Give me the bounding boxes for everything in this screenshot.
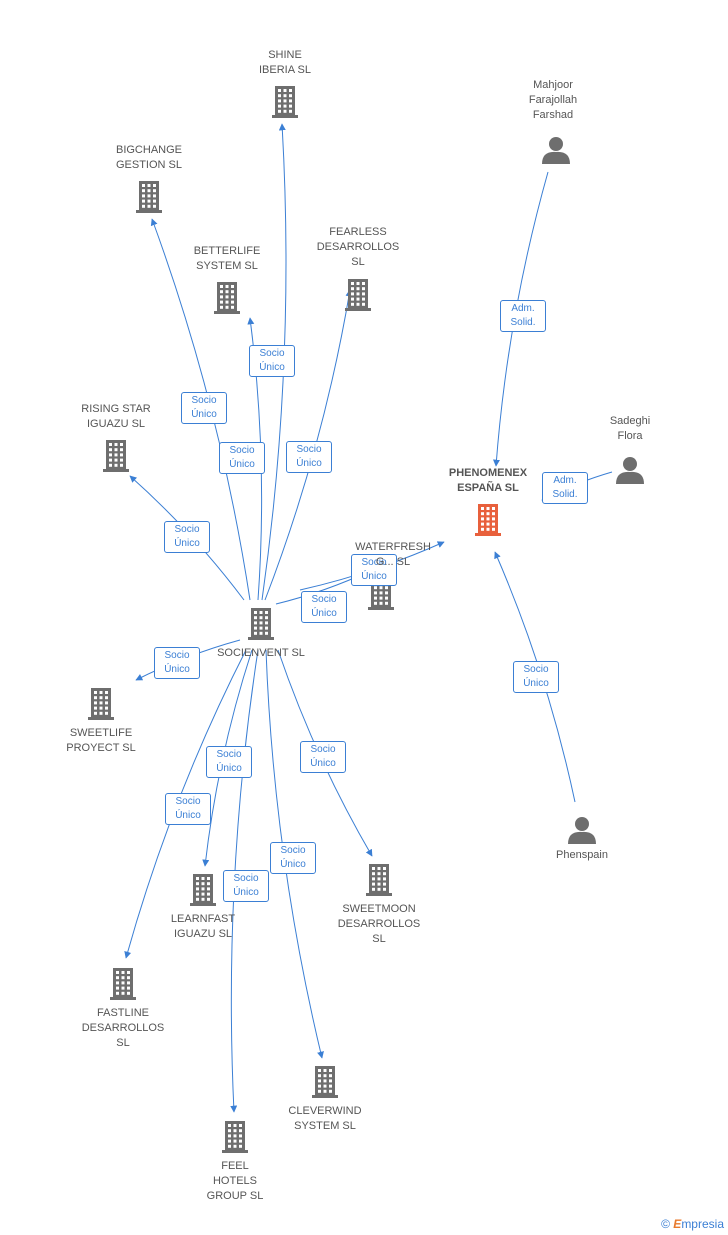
node-label-cleverwind[interactable]: CLEVERWIND SYSTEM SL [288, 1105, 362, 1132]
node-label-feelhotels[interactable]: FEEL HOTELS GROUP SL [206, 1160, 264, 1202]
building-icon-fearless[interactable] [345, 279, 371, 311]
node-label-shine[interactable]: SHINE IBERIA SL [259, 49, 311, 76]
edge-label[interactable]: Socio Único [301, 591, 347, 623]
footer-brand: © Empresia [661, 1217, 724, 1231]
edge-label[interactable]: Socio Único [513, 661, 559, 693]
edge-label[interactable]: Socio Único [351, 554, 397, 586]
node-label-fastline[interactable]: FASTLINE DESARROLLOS SL [81, 1007, 165, 1049]
node-label-bigchange[interactable]: BIGCHANGE GESTION SL [115, 144, 183, 171]
building-icon-socienvent[interactable] [248, 608, 274, 640]
copyright-mark: © [661, 1217, 670, 1231]
edge-label[interactable]: Socio Único [164, 521, 210, 553]
node-label-mahjoor[interactable]: Mahjoor Farajollah Farshad [528, 79, 578, 121]
brand-initial: E [673, 1217, 682, 1231]
building-icon-cleverwind[interactable] [312, 1066, 338, 1098]
brand-name: mpresia [681, 1217, 724, 1231]
building-icon-risingstar[interactable] [103, 440, 129, 472]
node-label-betterlife[interactable]: BETTERLIFE SYSTEM SL [193, 245, 261, 272]
edge-label[interactable]: Socio Único [154, 647, 200, 679]
edge-label[interactable]: Socio Único [165, 793, 211, 825]
edge-label[interactable]: Socio Único [286, 441, 332, 473]
node-label-risingstar[interactable]: RISING STAR IGUAZU SL [81, 403, 151, 430]
edge-label[interactable]: Adm. Solid. [542, 472, 588, 504]
node-label-phenomenex[interactable]: PHENOMENEX ESPAÑA SL [448, 467, 528, 494]
node-label-waterfresh[interactable]: WATERFRESH G... SL [355, 541, 431, 568]
edge-label[interactable]: Socio Único [249, 345, 295, 377]
node-label-phenspain[interactable]: Phenspain [556, 849, 608, 861]
node-label-sadeghi[interactable]: Sadeghi Flora [609, 415, 651, 442]
node-label-learnfast[interactable]: LEARNFAST IGUAZU SL [170, 913, 236, 940]
person-icon-phenspain[interactable] [568, 817, 596, 844]
edge-label[interactable]: Adm. Solid. [500, 300, 546, 332]
edge-label[interactable]: Socio Único [270, 842, 316, 874]
building-icon-sweetlife[interactable] [88, 688, 114, 720]
person-icon-mahjoor[interactable] [542, 137, 570, 164]
node-label-fearless[interactable]: FEARLESS DESARROLLOS SL [316, 226, 400, 268]
building-icon-bigchange[interactable] [136, 181, 162, 213]
node-label-sweetmoon[interactable]: SWEETMOON DESARROLLOS SL [337, 903, 421, 945]
building-icon-sweetmoon[interactable] [366, 864, 392, 896]
person-icon-sadeghi[interactable] [616, 457, 644, 484]
building-icon-betterlife[interactable] [214, 282, 240, 314]
node-label-socienvent[interactable]: SOCIENVENT SL [217, 647, 305, 659]
building-icon-phenomenex[interactable] [475, 504, 501, 536]
edge-label[interactable]: Socio Único [181, 392, 227, 424]
edge-label[interactable]: Socio Único [206, 746, 252, 778]
edge-label[interactable]: Socio Único [300, 741, 346, 773]
building-icon-fastline[interactable] [110, 968, 136, 1000]
building-icon-feelhotels[interactable] [222, 1121, 248, 1153]
building-icon-shine[interactable] [272, 86, 298, 118]
node-label-sweetlife[interactable]: SWEETLIFE PROYECT SL [66, 727, 136, 754]
edge-label[interactable]: Socio Único [223, 870, 269, 902]
edge-label[interactable]: Socio Único [219, 442, 265, 474]
building-icon-learnfast[interactable] [190, 874, 216, 906]
